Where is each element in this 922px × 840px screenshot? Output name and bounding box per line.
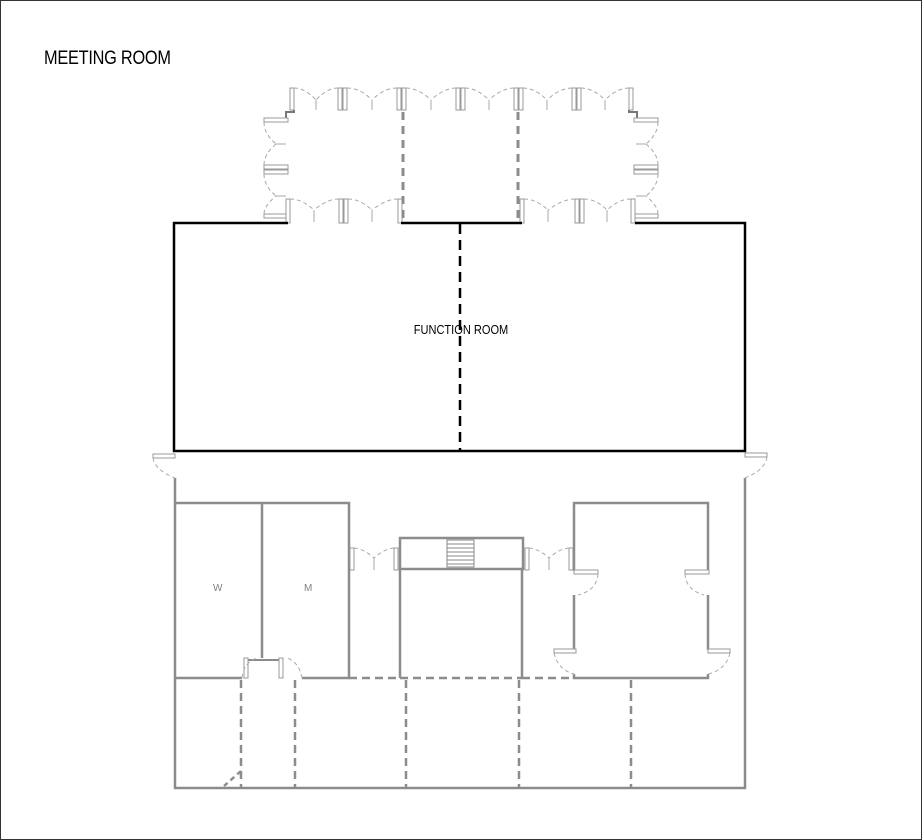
service-area [152, 452, 768, 790]
function-room[interactable] [172, 221, 747, 453]
restroom-women-label: W [213, 583, 223, 594]
top-door-swings [293, 87, 630, 101]
top-door-leaves [289, 87, 634, 111]
page-title: MEETING ROOM [44, 48, 171, 69]
prefunction-area [263, 87, 659, 224]
function-room-label: FUNCTION ROOM [413, 322, 509, 337]
restroom-men-label: M [304, 583, 313, 594]
